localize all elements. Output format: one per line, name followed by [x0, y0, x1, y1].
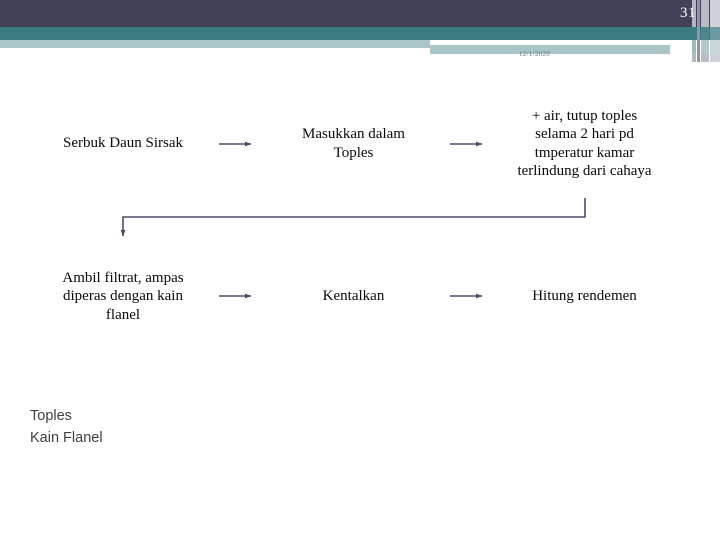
- header-teal-band-right: [430, 27, 720, 40]
- header-stripe-teal-3: [710, 27, 720, 40]
- header-pale-band-right: [430, 54, 670, 59]
- header-stripe-pale-1: [692, 40, 696, 54]
- header-light-band-right: [430, 45, 670, 54]
- flow-node-ambil-filtrat[interactable]: Ambil filtrat, ampas diperas dengan kain…: [28, 243, 218, 350]
- flow-node-tambah-air-tutup-toples[interactable]: + air, tutup toples selama 2 hari pd tmp…: [489, 90, 680, 197]
- header-decoration-band: [0, 0, 720, 70]
- footer-notes: Toples Kain Flanel: [30, 405, 103, 450]
- flow-node-hitung-rendemen[interactable]: Hitung rendemen: [489, 243, 680, 350]
- header-dark-band: [0, 0, 720, 27]
- header-stripe-teal-2: [701, 27, 709, 40]
- header-stripe-pale-3: [710, 40, 720, 54]
- header-stripe-pale-2: [701, 40, 709, 54]
- flow-node-masukkan-dalam-toples[interactable]: Masukkan dalam Toples: [258, 90, 449, 197]
- header-light-band-left: [0, 40, 430, 48]
- footer-note-kain-flanel: Kain Flanel: [30, 430, 103, 447]
- flow-node-serbuk-daun-sirsak[interactable]: Serbuk Daun Sirsak: [28, 90, 218, 197]
- header-white-gap-right: [430, 40, 670, 45]
- footer-note-toples: Toples: [30, 408, 72, 424]
- connector-node3-node4: [120, 198, 586, 237]
- header-stripe-2: [697, 0, 700, 62]
- flow-node-kentalkan[interactable]: Kentalkan: [258, 243, 449, 350]
- date-stamp: 12/1/2020: [519, 50, 551, 58]
- page-number: 31: [680, 5, 696, 21]
- header-stripe-teal-1: [692, 27, 696, 40]
